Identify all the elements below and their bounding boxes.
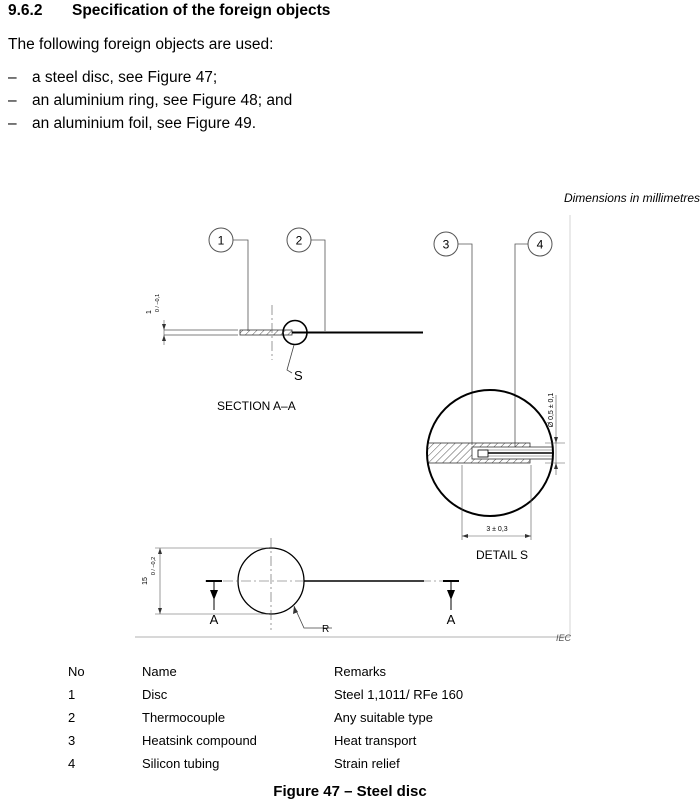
- thickness-tol: 0 / –0,1: [155, 294, 161, 312]
- legend-remarks: Steel 1,1011/ RFe 160: [334, 687, 464, 702]
- list-item: –an aluminium ring, see Figure 48; and: [8, 89, 292, 112]
- thickness-dim: 1: [146, 310, 153, 314]
- table-row: 3 Heatsink compound Heat transport: [68, 729, 463, 752]
- list-item: –an aluminium foil, see Figure 49.: [8, 112, 292, 135]
- plan-view: 15 0 / –0,2 A A R: [142, 538, 459, 635]
- table-row: 1 Disc Steel 1,1011/ RFe 160: [68, 683, 463, 706]
- table-row: 4 Silicon tubing Strain relief: [68, 752, 463, 775]
- detail-ref-label: S: [294, 368, 303, 383]
- legend-no: 1: [68, 687, 76, 702]
- iec-mark: IEC: [556, 633, 572, 643]
- radius-label: R: [322, 624, 329, 635]
- detail-label: DETAIL S: [476, 548, 528, 562]
- section-view: S 1 0 / –0,1 SECTION A–A: [146, 294, 423, 413]
- callout-3: 3: [433, 231, 473, 445]
- section-arrow-right-label: A: [447, 612, 456, 627]
- section-arrow-left-label: A: [210, 612, 219, 627]
- legend-table: No Name Remarks 1 Disc Steel 1,1011/ RFe…: [68, 660, 463, 775]
- intro-paragraph: The following foreign objects are used:: [8, 36, 274, 53]
- section-heading: 9.6.2 Specification of the foreign object…: [8, 2, 330, 20]
- disc-tol: 0 / –0,2: [151, 557, 157, 575]
- list-item-text: an aluminium ring, see Figure 48; and: [32, 92, 293, 109]
- section-arrow-left: [210, 590, 218, 600]
- section-number: 9.6.2: [8, 2, 43, 19]
- legend-remarks: Heat transport: [334, 733, 417, 748]
- section-arrow-right: [447, 590, 455, 600]
- legend-no: 3: [68, 733, 76, 748]
- detail-view: Ø 0,5 ± 0,1 3 ± 0,3 DETAIL S: [426, 389, 565, 562]
- disc-dim: 15: [142, 577, 149, 585]
- callout-4: 4: [514, 231, 553, 452]
- legend-header-row: No Name Remarks: [68, 660, 463, 683]
- length-dim: 3 ± 0,3: [486, 526, 507, 533]
- list-item-text: an aluminium foil, see Figure 49.: [32, 115, 257, 132]
- legend-name: Disc: [142, 687, 168, 702]
- list-dash: –: [8, 69, 17, 86]
- detail-circle: [426, 389, 554, 517]
- diameter-dim: Ø 0,5 ± 0,1: [548, 393, 555, 428]
- legend-remarks: Strain relief: [334, 756, 400, 771]
- callout-1: 1: [208, 227, 249, 331]
- legend-name: Heatsink compound: [142, 733, 257, 748]
- legend-header-remarks: Remarks: [334, 664, 387, 679]
- section-title: Specification of the foreign objects: [72, 2, 331, 19]
- callout-2: 2: [286, 227, 326, 331]
- legend-remarks: Any suitable type: [334, 710, 434, 725]
- list-item-text: a steel disc, see Figure 47;: [32, 69, 218, 86]
- list-dash: –: [8, 92, 17, 109]
- technical-drawing: 1 2 S 1 0 / –0,1 SECTION A–A 3 4: [135, 215, 572, 643]
- dimensions-note: Dimensions in millimetres: [563, 191, 700, 205]
- callout-1-label: 1: [218, 234, 225, 248]
- list-item: –a steel disc, see Figure 47;: [8, 66, 292, 89]
- callout-3-label: 3: [443, 238, 450, 252]
- legend-name: Silicon tubing: [142, 756, 220, 771]
- callout-2-label: 2: [296, 234, 303, 248]
- detail-circle-marker: [282, 319, 308, 346]
- list-dash: –: [8, 115, 17, 132]
- foreign-objects-list: –a steel disc, see Figure 47; –an alumin…: [8, 66, 292, 135]
- legend-header-name: Name: [142, 664, 177, 679]
- section-label: SECTION A–A: [217, 399, 296, 413]
- table-row: 2 Thermocouple Any suitable type: [68, 706, 463, 729]
- legend-name: Thermocouple: [142, 710, 226, 725]
- disc-section: [239, 329, 293, 336]
- figure-caption: Figure 47 – Steel disc: [273, 783, 427, 800]
- legend-no: 2: [68, 710, 76, 725]
- legend-no: 4: [68, 756, 76, 771]
- legend-header-no: No: [68, 664, 85, 679]
- callout-4-label: 4: [537, 238, 544, 252]
